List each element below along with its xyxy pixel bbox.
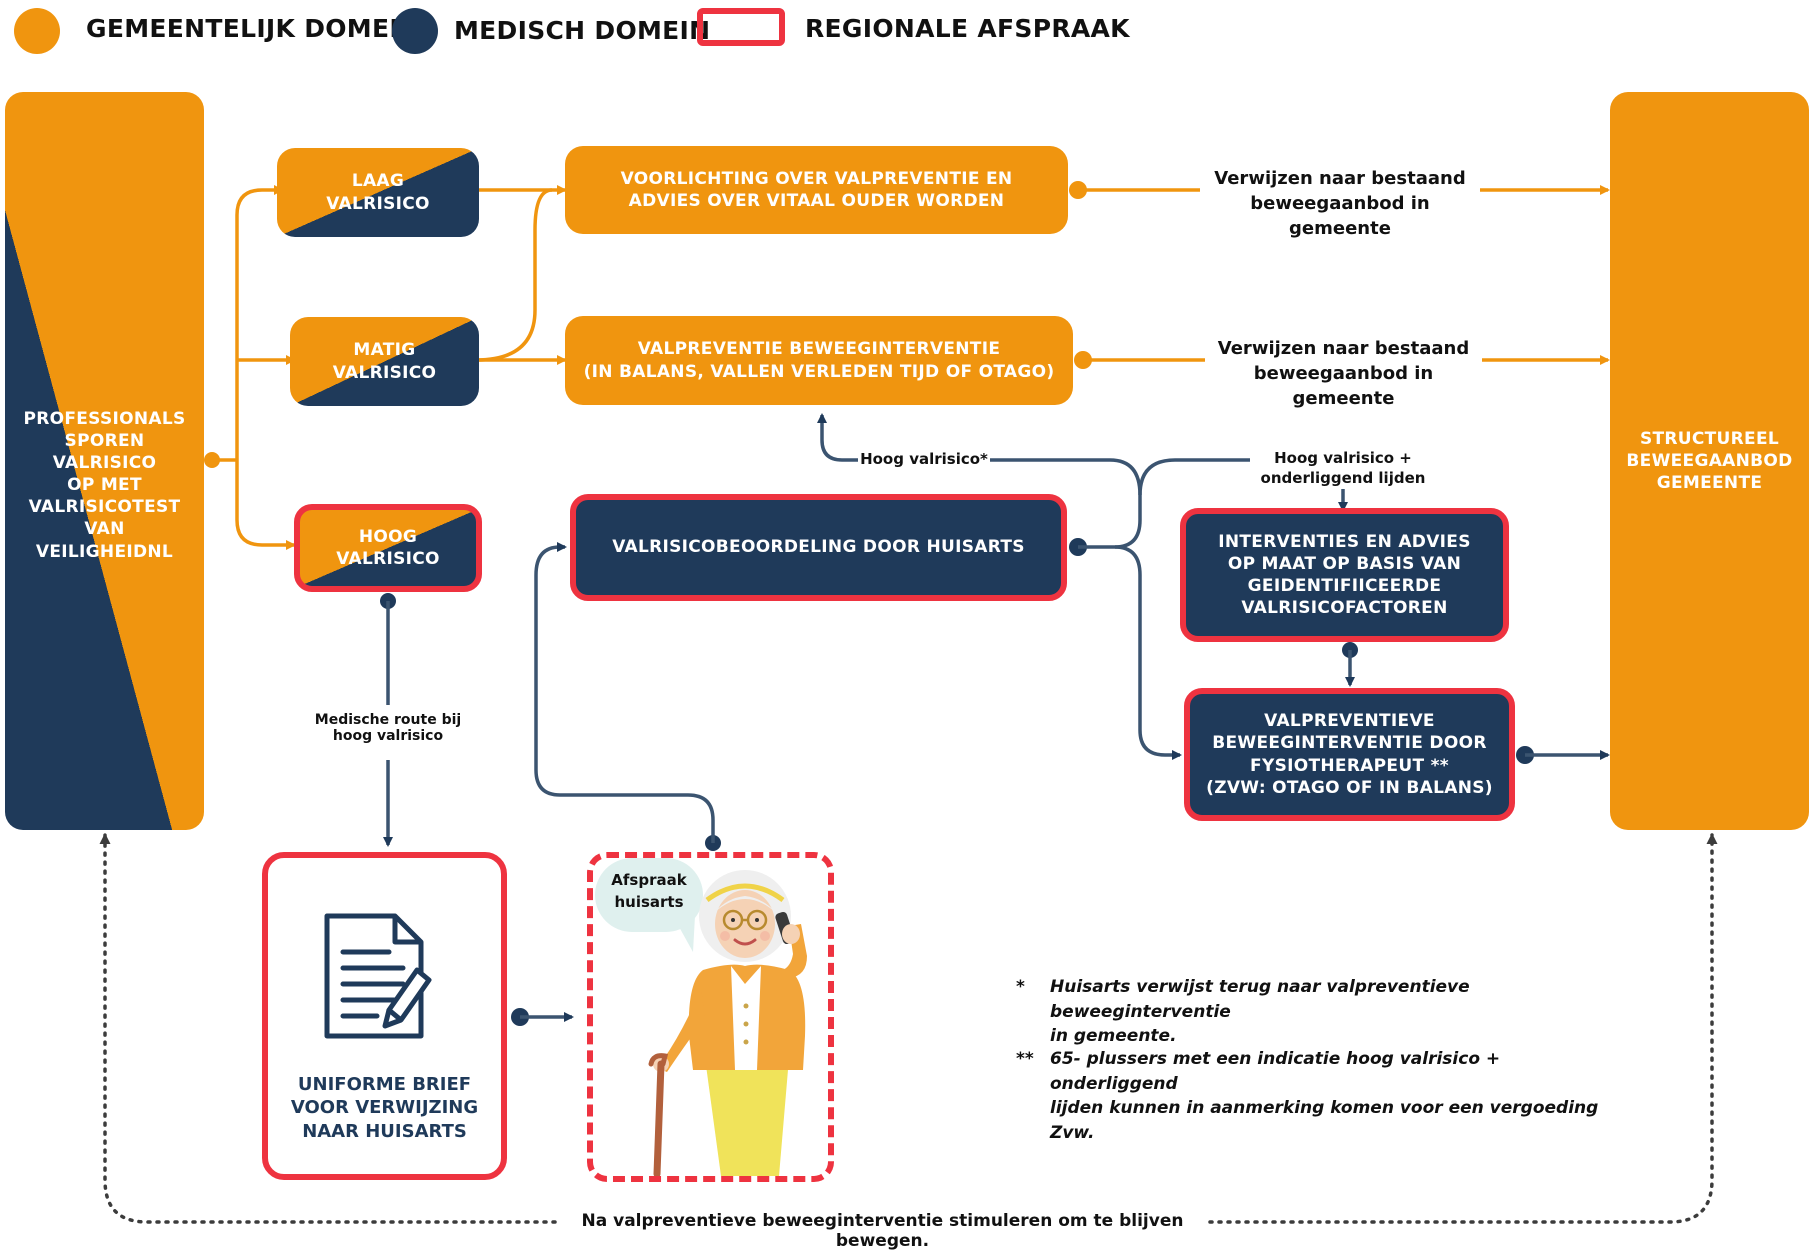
- referral-letter-box: UNIFORME BRIEF VOOR VERWIJZING NAAR HUIS…: [262, 852, 507, 1180]
- moderate-risk-text: MATIG VALRISICO: [332, 340, 437, 383]
- refer-label-2: Verwijzen naar bestaand beweegaanbod in …: [1217, 338, 1470, 410]
- gp-assessment-box: VALRISICOBEOORDELING DOOR HUISARTS: [570, 494, 1067, 601]
- document-pen-icon: [324, 913, 432, 1039]
- speech-bubble-tail: [673, 916, 695, 952]
- elderly-woman-phone-icon: [648, 870, 807, 1176]
- footnote-1-text: Huisarts verwijst terug naar valpreventi…: [1050, 977, 1470, 1047]
- footnote-1-mark: *: [1016, 977, 1025, 997]
- structural-offer-text: STRUCTUREEL BEWEEGAANBOD GEMEENTE: [1626, 428, 1793, 494]
- legend-medical-dot: [392, 8, 438, 54]
- legend-municipal-dot: [14, 8, 60, 54]
- legend-medical-label: MEDISCH DOMEIN: [454, 16, 711, 45]
- legend-regional-label: REGIONALE AFSPRAAK: [805, 14, 1130, 43]
- high-risk-plus-label: Hoog valrisico + onderliggend lijden: [1250, 448, 1436, 489]
- footnote-2: ** 65- plussers met een indicatie hoog v…: [1016, 1047, 1610, 1146]
- footnote-1: * Huisarts verwijst terug naar valpreven…: [1016, 975, 1610, 1049]
- intervention-box: VALPREVENTIE BEWEEGINTERVENTIE (IN BALAN…: [565, 316, 1073, 405]
- medical-route-label: Medische route bij hoog valrisico: [314, 712, 462, 745]
- legend-regional-box: [697, 8, 785, 46]
- navy-connectors: [380, 413, 1610, 1026]
- appointment-text: Afspraak huisarts: [611, 871, 687, 911]
- footnote-2-mark: **: [1016, 1049, 1034, 1069]
- custom-interventions-text: INTERVENTIES EN ADVIES OP MAAT OP BASIS …: [1218, 531, 1471, 619]
- legend-municipal-label: GEMEENTELIJK DOMEIN: [86, 14, 421, 43]
- information-box: VOORLICHTING OVER VALPREVENTIE EN ADVIES…: [565, 146, 1068, 234]
- professionals-text: PROFESSIONALS SPOREN VALRISICO OP MET VA…: [23, 409, 186, 562]
- physio-intervention-box: VALPREVENTIEVE BEWEEGINTERVENTIE DOOR FY…: [1184, 688, 1515, 821]
- intervention-text: VALPREVENTIE BEWEEGINTERVENTIE (IN BALAN…: [583, 339, 1055, 382]
- gp-assessment-text: VALRISICOBEOORDELING DOOR HUISARTS: [612, 537, 1025, 558]
- high-risk-box: HOOG VALRISICO: [294, 504, 482, 592]
- dotted-feedback-loop: [99, 833, 1718, 1224]
- professionals-block: PROFESSIONALS SPOREN VALRISICO OP MET VA…: [5, 92, 204, 830]
- orange-connectors: [204, 181, 1610, 550]
- high-risk-text: HOOG VALRISICO: [336, 526, 440, 569]
- custom-interventions-box: INTERVENTIES EN ADVIES OP MAAT OP BASIS …: [1180, 508, 1509, 642]
- high-risk-star-label: Hoog valrisico*: [860, 450, 988, 468]
- referral-letter-text: UNIFORME BRIEF VOOR VERWIJZING NAAR HUIS…: [290, 1074, 479, 1142]
- low-risk-box: LAAG VALRISICO: [277, 148, 479, 237]
- appointment-box: Afspraak huisarts: [587, 852, 834, 1182]
- structural-offer-block: STRUCTUREEL BEWEEGAANBOD GEMEENTE: [1610, 92, 1809, 830]
- physio-intervention-text: VALPREVENTIEVE BEWEEGINTERVENTIE DOOR FY…: [1206, 711, 1493, 798]
- refer-label-1: Verwijzen naar bestaand beweegaanbod in …: [1214, 168, 1466, 240]
- bottom-loop-label: Na valpreventieve beweeginterventie stim…: [581, 1211, 1184, 1251]
- low-risk-text: LAAG VALRISICO: [326, 171, 430, 214]
- information-text: VOORLICHTING OVER VALPREVENTIE EN ADVIES…: [620, 168, 1013, 211]
- moderate-risk-box: MATIG VALRISICO: [290, 317, 479, 406]
- footnote-2-text: 65- plussers met een indicatie hoog valr…: [1050, 1049, 1599, 1143]
